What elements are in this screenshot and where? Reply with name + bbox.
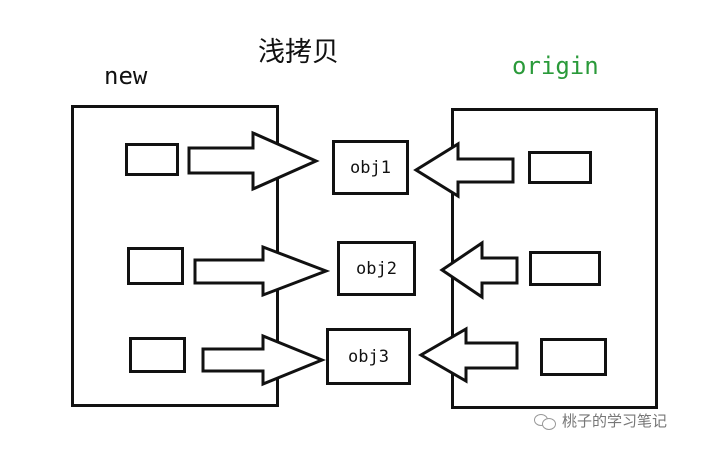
origin-ref-slot-3 [540,338,607,376]
new-ref-slot-2 [127,247,184,285]
arrow-new-to-obj2 [193,244,331,298]
object-box-3: obj3 [326,328,411,385]
origin-ref-slot-1 [528,151,592,184]
arrow-origin-to-obj3 [418,326,519,384]
origin-ref-slot-2 [529,251,601,286]
origin-label: origin [512,52,599,80]
object-box-2: obj2 [337,241,416,296]
arrow-new-to-obj1 [187,130,320,192]
watermark-text: 桃子的学习笔记 [562,412,668,430]
new-ref-slot-1 [125,143,179,176]
arrow-origin-to-obj1 [413,141,515,199]
object-box-1: obj1 [332,140,409,195]
new-label: new [104,62,148,90]
arrow-new-to-obj3 [201,333,326,387]
arrow-origin-to-obj2 [439,240,519,300]
new-ref-slot-3 [129,337,186,373]
wechat-icon [534,412,556,430]
diagram-title: 浅拷贝 [258,37,339,68]
watermark: 桃子的学习笔记 [534,410,667,431]
